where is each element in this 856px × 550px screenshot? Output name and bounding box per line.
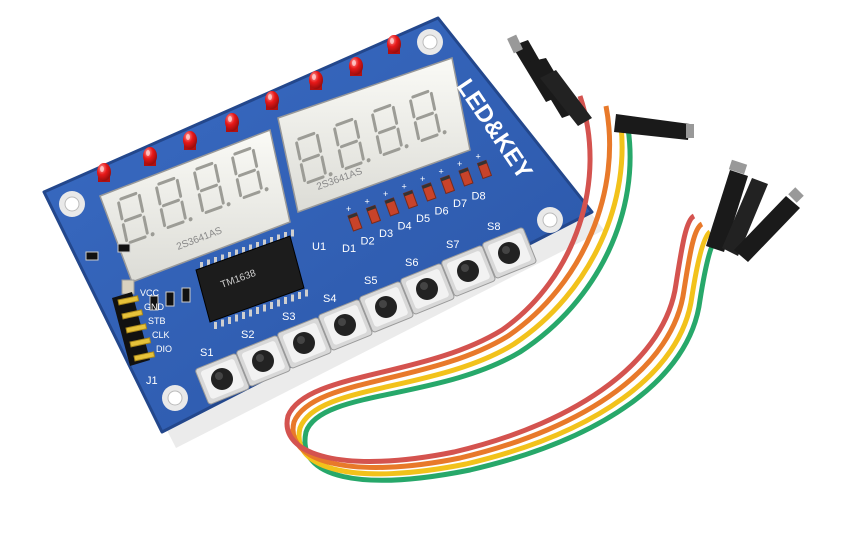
- seven-segment-display-right: [277, 57, 471, 213]
- smd-diode: [476, 159, 493, 180]
- switch-label: S8: [487, 221, 500, 233]
- red-led: [97, 163, 111, 182]
- segment-digit: [371, 103, 409, 157]
- pin-label: CLK: [152, 330, 170, 340]
- led-label: D5: [416, 213, 430, 225]
- tactile-switch: [441, 245, 496, 297]
- segment-digit: [117, 191, 155, 245]
- led-label: D4: [398, 221, 412, 233]
- smd-resistors: [85, 243, 191, 311]
- dupont-connector-bottom-2: [722, 178, 768, 256]
- tactile-switch: [195, 353, 250, 405]
- mounting-hole-bottom-left: [162, 385, 188, 411]
- switch-label: S1: [200, 347, 213, 359]
- red-led: [349, 57, 363, 76]
- pin-label: DIO: [156, 344, 172, 354]
- segment-digit: [333, 117, 371, 171]
- smd-diode: [458, 167, 474, 187]
- segment-digit: [155, 176, 193, 230]
- dupont-connector-top-4: [614, 114, 694, 140]
- seven-segment-display-left: [99, 128, 291, 283]
- smd-diode: [421, 182, 437, 202]
- dupont-connector-bottom-1: [706, 159, 748, 252]
- smd-diode: [402, 189, 419, 210]
- tactile-switch: [318, 299, 373, 351]
- polarity-mark: +: [439, 167, 444, 177]
- segment-digit: [231, 146, 269, 200]
- jumper-wire-red: [284, 95, 696, 464]
- red-led: [183, 131, 197, 150]
- switch-label: S3: [282, 311, 295, 323]
- header-pins: [117, 295, 156, 362]
- smd-diode-row: D1 + D2 + D3 + D4 + D5 + D6 + D7 + D8 +: [342, 152, 493, 255]
- pin-label: GND: [144, 302, 165, 312]
- switch-label: S4: [323, 293, 336, 305]
- smd-diode: [365, 204, 382, 225]
- digit-segments-left: [117, 146, 269, 245]
- polarity-mark: +: [457, 159, 462, 169]
- jumper-wire-bundle: [284, 34, 804, 483]
- polarity-mark: +: [402, 182, 407, 192]
- red-led-row: [97, 35, 401, 182]
- tactile-switch: [359, 281, 414, 333]
- tactile-switch: [277, 317, 332, 369]
- red-led: [143, 147, 157, 166]
- chip-pins: [200, 229, 308, 329]
- led-label: D1: [342, 243, 356, 255]
- switch-label: S6: [405, 257, 418, 269]
- led-label: D2: [361, 236, 375, 248]
- segment-digit: [409, 89, 447, 143]
- led-label: D3: [379, 228, 393, 240]
- smd-diode: [347, 212, 363, 232]
- header-label: J1: [146, 375, 158, 387]
- segment-digit: [295, 131, 333, 185]
- led-label: D6: [435, 206, 449, 218]
- red-led: [387, 35, 401, 54]
- tactile-switch: [400, 263, 455, 315]
- pin-header-j1: [112, 292, 156, 366]
- switch-label: S5: [364, 275, 377, 287]
- tactile-switch: [236, 335, 291, 387]
- led-label: D7: [453, 198, 467, 210]
- pin-label: VCC: [140, 288, 160, 298]
- switch-label: S7: [446, 239, 459, 251]
- dupont-connector-bottom-3: [734, 187, 804, 262]
- tm1638-chip: TM1638: [195, 229, 308, 329]
- dupont-connector-top-3: [540, 70, 592, 126]
- smd-diode: [384, 197, 400, 217]
- mounting-hole-top-right: [417, 29, 443, 55]
- smd-diode: [439, 174, 456, 195]
- polarity-mark: +: [383, 189, 388, 199]
- polarity-mark: +: [420, 174, 425, 184]
- digit-segments-right: [295, 89, 447, 185]
- polarity-mark: +: [346, 204, 351, 214]
- tactile-switch-row: S1 S2 S3 S4 S5 S6 S7 S8: [195, 221, 537, 405]
- chip-label: U1: [312, 241, 326, 253]
- pin-labels: VCC GND STB CLK DIO: [140, 288, 172, 354]
- polarity-mark: +: [476, 152, 481, 162]
- red-led: [309, 71, 323, 90]
- led-label: D8: [472, 191, 486, 203]
- red-led: [225, 113, 239, 132]
- pin-label: STB: [148, 316, 166, 326]
- polarity-mark: +: [365, 197, 370, 207]
- tactile-switch: [482, 227, 537, 279]
- mounting-hole-bottom-right: [537, 207, 563, 233]
- mounting-hole-top-left: [59, 191, 85, 217]
- red-led: [265, 91, 279, 110]
- segment-digit: [193, 161, 231, 215]
- switch-label: S2: [241, 329, 254, 341]
